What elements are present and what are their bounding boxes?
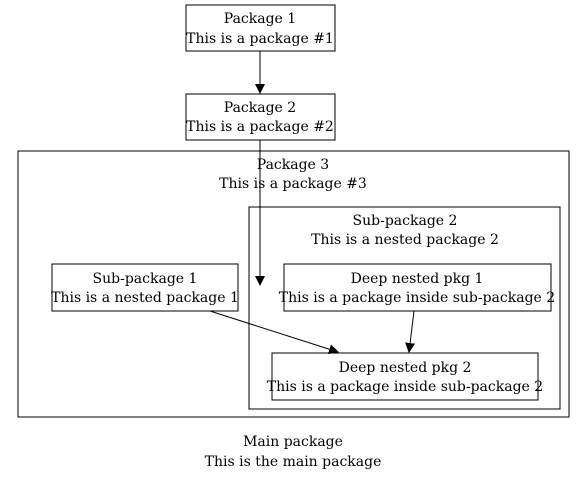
edge-sub-package-1-to-deep-nested-pkg-2 xyxy=(209,310,339,355)
deep-nested-pkg-2-title: Deep nested pkg 2 xyxy=(339,360,472,376)
sub-package-2-description: This is a nested package 2 xyxy=(311,232,499,248)
main-package-description: This is the main package xyxy=(205,454,382,470)
deep-nested-pkg-2-box xyxy=(271,352,539,401)
sub-package-1-title: Sub-package 1 xyxy=(93,271,198,287)
package-2-description: This is a package #2 xyxy=(186,119,334,135)
deep-nested-pkg-1-description: This is a package inside sub-package 2 xyxy=(279,290,555,306)
sub-package-2-title: Sub-package 2 xyxy=(353,213,458,229)
sub-package-1-description: This is a nested package 1 xyxy=(51,290,239,306)
package-2-box xyxy=(185,93,336,141)
deep-nested-pkg-1-title: Deep nested pkg 1 xyxy=(351,271,484,287)
sub-package-1-node[interactable]: Sub-package 1 This is a nested package 1 xyxy=(51,263,239,312)
sub-package-2-border xyxy=(248,206,561,410)
edges xyxy=(209,51,416,355)
package-3-border xyxy=(17,150,570,418)
package-1-description: This is a package #1 xyxy=(186,31,334,47)
deep-nested-pkg-2-node[interactable]: Deep nested pkg 2 This is a package insi… xyxy=(267,352,543,401)
edge-deep-nested-pkg-1-to-deep-nested-pkg-2 xyxy=(405,310,416,353)
package-3-cluster: Package 3 This is a package #3 xyxy=(17,150,570,418)
sub-package-1-box xyxy=(51,263,239,312)
package-1-title: Package 1 xyxy=(224,11,296,27)
package-3-description: This is a package #3 xyxy=(219,176,367,192)
sub-package-2-cluster: Sub-package 2 This is a nested package 2 xyxy=(248,206,561,410)
package-2-title: Package 2 xyxy=(224,100,296,116)
package-2-node[interactable]: Package 2 This is a package #2 xyxy=(185,93,336,141)
deep-nested-pkg-1-node[interactable]: Deep nested pkg 1 This is a package insi… xyxy=(279,263,555,312)
deep-nested-pkg-2-description: This is a package inside sub-package 2 xyxy=(267,379,543,395)
package-1-node[interactable]: Package 1 This is a package #1 xyxy=(185,4,336,52)
main-package-title: Main package xyxy=(243,434,343,450)
package-3-title: Package 3 xyxy=(257,157,329,173)
deep-nested-pkg-1-box xyxy=(283,263,552,312)
main-package-label: Main package This is the main package xyxy=(205,434,382,470)
